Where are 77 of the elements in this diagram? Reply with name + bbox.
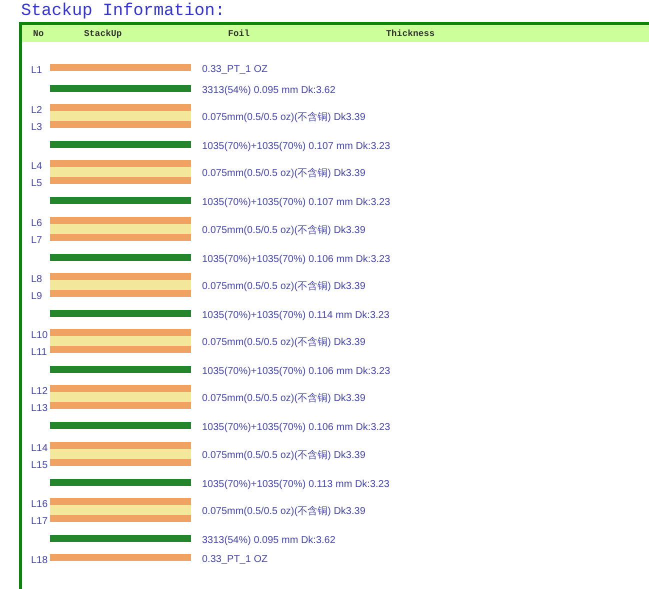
- title: Stackup Information:: [21, 2, 226, 22]
- column-header: Foil: [228, 28, 250, 40]
- layer-label: L6: [31, 216, 42, 230]
- layer-label: L14: [31, 442, 48, 454]
- copper-bar: [50, 498, 191, 505]
- spec-label: 1035(70%)+1035(70%) 0.106 mm Dk:3.23: [202, 252, 390, 266]
- layer-label: L7: [31, 234, 42, 246]
- spec-label: 0.075mm(0.5/0.5 oz)(不含铜) Dk3.39: [202, 224, 366, 237]
- prepreg-bar: [50, 479, 191, 486]
- layer-label: L4: [31, 160, 42, 172]
- prepreg-bar: [50, 310, 191, 317]
- layer-label: L8: [31, 272, 42, 286]
- copper-bar: [50, 121, 191, 128]
- prepreg-bar: [50, 197, 191, 204]
- copper-bar: [50, 346, 191, 353]
- spec-label: 1035(70%)+1035(70%) 0.107 mm Dk:3.23: [202, 196, 390, 208]
- spec-label: 1035(70%)+1035(70%) 0.106 mm Dk:3.23: [202, 364, 390, 378]
- core-bar: [50, 224, 191, 234]
- copper-bar: [50, 290, 191, 297]
- copper-bar: [50, 515, 191, 522]
- spec-label: 0.075mm(0.5/0.5 oz)(不含铜) Dk3.39: [202, 167, 366, 180]
- column-header: StackUp: [84, 28, 122, 40]
- layer-label: L18: [31, 554, 48, 566]
- prepreg-bar: [50, 141, 191, 148]
- prepreg-bar: [50, 535, 191, 542]
- column-header: No: [33, 28, 44, 40]
- core-bar: [50, 111, 191, 121]
- spec-label: 0.075mm(0.5/0.5 oz)(不含铜) Dk3.39: [202, 449, 366, 462]
- layer-label: L3: [31, 120, 42, 134]
- layer-label: L16: [31, 498, 48, 510]
- copper-bar: [50, 554, 191, 561]
- prepreg-bar: [50, 366, 191, 373]
- spec-label: 3313(54%) 0.095 mm Dk:3.62: [202, 534, 336, 546]
- layer-label: L1: [31, 64, 42, 76]
- column-header: Thickness: [386, 28, 435, 40]
- layer-label: L17: [31, 514, 48, 528]
- layer-label: L12: [31, 384, 48, 398]
- spec-label: 0.075mm(0.5/0.5 oz)(不含铜) Dk3.39: [202, 505, 366, 518]
- spec-label: 1035(70%)+1035(70%) 0.107 mm Dk:3.23: [202, 140, 390, 152]
- layer-label: L13: [31, 402, 48, 414]
- copper-bar: [50, 385, 191, 392]
- prepreg-bar: [50, 85, 191, 92]
- core-bar: [50, 449, 191, 459]
- spec-label: 0.075mm(0.5/0.5 oz)(不含铜) Dk3.39: [202, 336, 366, 349]
- copper-bar: [50, 402, 191, 409]
- core-bar: [50, 280, 191, 290]
- spec-label: 0.075mm(0.5/0.5 oz)(不含铜) Dk3.39: [202, 111, 366, 124]
- copper-bar: [50, 104, 191, 111]
- copper-bar: [50, 64, 191, 71]
- core-bar: [50, 505, 191, 515]
- spec-label: 0.33_PT_1 OZ: [202, 552, 268, 566]
- layer-label: L15: [31, 458, 48, 472]
- copper-bar: [50, 273, 191, 280]
- copper-bar: [50, 329, 191, 336]
- copper-bar: [50, 442, 191, 449]
- core-bar: [50, 392, 191, 402]
- layer-label: L10: [31, 328, 48, 342]
- spec-label: 0.33_PT_1 OZ: [202, 62, 268, 76]
- copper-bar: [50, 217, 191, 224]
- copper-bar: [50, 177, 191, 184]
- core-bar: [50, 336, 191, 346]
- spec-label: 1035(70%)+1035(70%) 0.114 mm Dk:3.23: [202, 308, 390, 322]
- layer-label: L9: [31, 290, 42, 302]
- copper-bar: [50, 459, 191, 466]
- layer-label: L2: [31, 104, 42, 116]
- spec-label: 3313(54%) 0.095 mm Dk:3.62: [202, 84, 336, 96]
- spec-label: 1035(70%)+1035(70%) 0.106 mm Dk:3.23: [202, 420, 390, 434]
- layer-label: L5: [31, 176, 42, 190]
- spec-label: 1035(70%)+1035(70%) 0.113 mm Dk:3.23: [202, 478, 390, 490]
- spec-label: 0.075mm(0.5/0.5 oz)(不含铜) Dk3.39: [202, 392, 366, 405]
- layer-label: L11: [31, 346, 47, 358]
- prepreg-bar: [50, 254, 191, 261]
- copper-bar: [50, 160, 191, 167]
- spec-label: 0.075mm(0.5/0.5 oz)(不含铜) Dk3.39: [202, 280, 366, 293]
- copper-bar: [50, 234, 191, 241]
- core-bar: [50, 167, 191, 177]
- prepreg-bar: [50, 422, 191, 429]
